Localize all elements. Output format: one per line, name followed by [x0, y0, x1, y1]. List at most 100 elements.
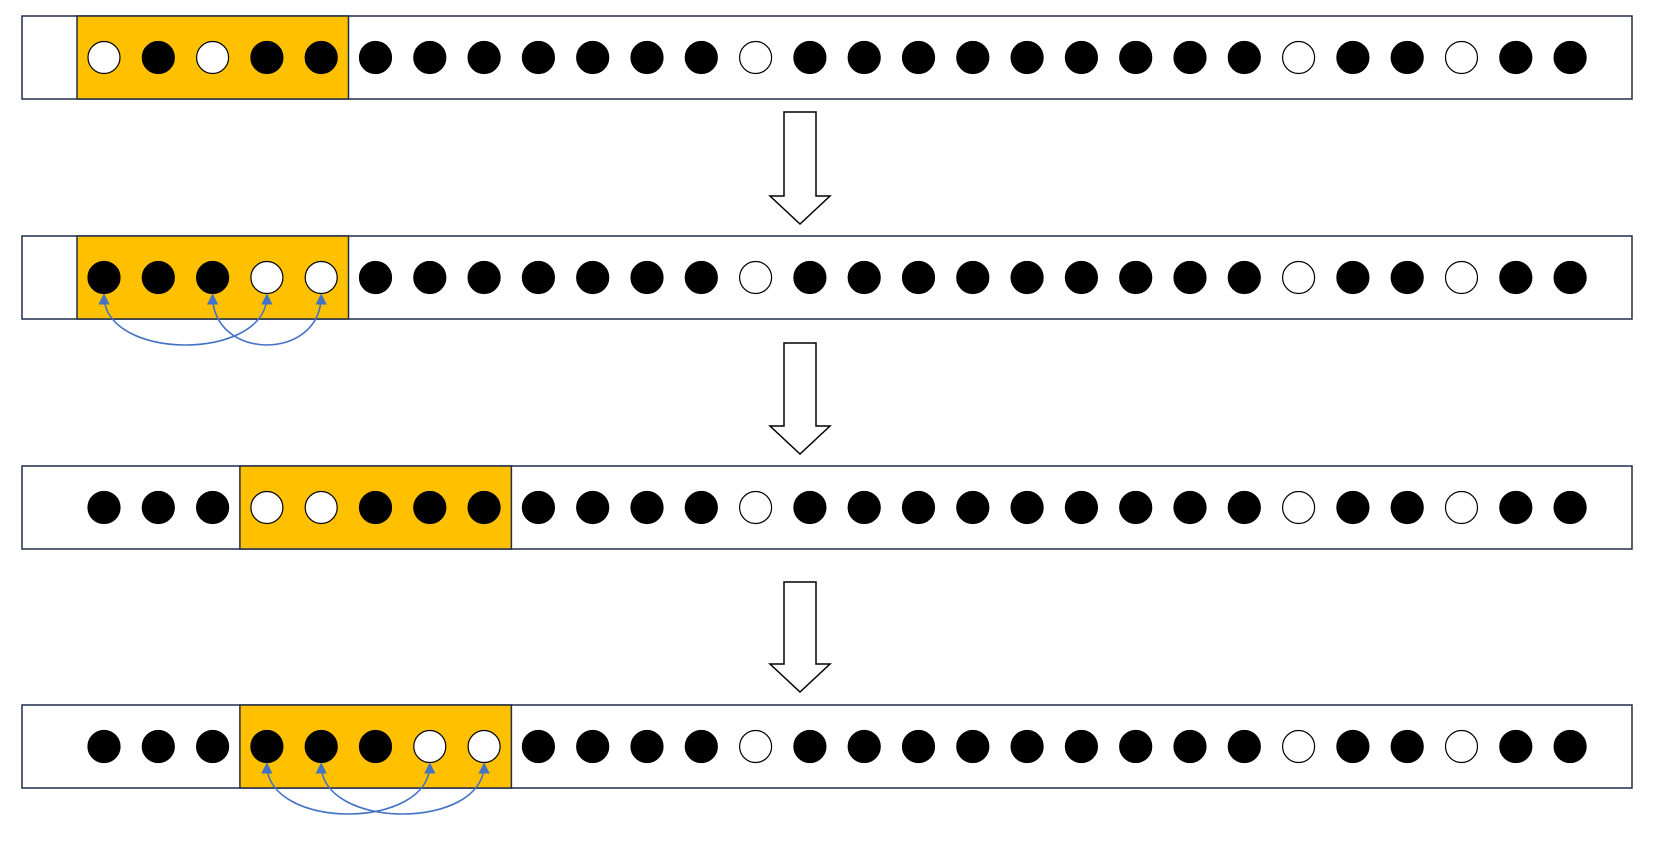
- filled-dot: [1390, 260, 1424, 295]
- filled-dot: [1010, 260, 1044, 295]
- filled-dot: [956, 490, 990, 525]
- empty-dot: [738, 490, 773, 525]
- filled-dot: [250, 729, 284, 764]
- filled-dot: [684, 490, 718, 525]
- row-3: [21, 465, 1633, 550]
- swap-arrow: [261, 762, 436, 815]
- filled-dot: [847, 260, 881, 295]
- filled-dot: [467, 40, 501, 75]
- empty-dot: [250, 490, 284, 525]
- filled-dot: [847, 729, 881, 764]
- empty-dot: [1281, 260, 1316, 295]
- filled-dot: [1553, 729, 1587, 764]
- filled-dot: [1336, 40, 1370, 75]
- filled-dot: [1119, 260, 1153, 295]
- empty-dot: [1444, 490, 1479, 525]
- filled-dot: [1227, 40, 1261, 75]
- filled-dot: [630, 490, 664, 525]
- filled-dot: [1173, 40, 1207, 75]
- filled-dot: [793, 40, 827, 75]
- empty-dot: [304, 490, 338, 525]
- filled-dot: [1119, 729, 1153, 764]
- empty-dot: [1281, 729, 1316, 764]
- filled-dot: [141, 490, 175, 525]
- filled-dot: [467, 490, 501, 525]
- filled-dot: [901, 260, 936, 295]
- filled-dot: [521, 260, 556, 295]
- empty-dot: [1281, 40, 1316, 75]
- step-down-arrow: [768, 342, 832, 456]
- filled-dot: [956, 729, 990, 764]
- filled-dot: [87, 490, 121, 525]
- filled-dot: [630, 40, 664, 75]
- empty-dot: [467, 729, 501, 764]
- filled-dot: [304, 729, 338, 764]
- row-2: [21, 235, 1633, 346]
- filled-dot: [1390, 40, 1424, 75]
- filled-dot: [1499, 729, 1533, 764]
- empty-dot: [413, 729, 447, 764]
- swap-arrow: [315, 762, 490, 815]
- filled-dot: [1553, 490, 1587, 525]
- filled-dot: [413, 490, 447, 525]
- filled-dot: [304, 40, 338, 75]
- filled-dot: [1173, 490, 1207, 525]
- filled-dot: [141, 40, 175, 75]
- filled-dot: [847, 40, 881, 75]
- filled-dot: [956, 40, 990, 75]
- filled-dot: [684, 260, 718, 295]
- empty-dot: [1281, 490, 1316, 525]
- empty-dot: [1444, 260, 1479, 295]
- filled-dot: [1064, 729, 1099, 764]
- filled-dot: [1064, 490, 1099, 525]
- swap-arrow: [98, 293, 273, 346]
- filled-dot: [196, 260, 230, 295]
- row-1: [21, 15, 1633, 100]
- filled-dot: [684, 729, 718, 764]
- filled-dot: [1499, 490, 1533, 525]
- filled-dot: [793, 260, 827, 295]
- swap-arrow: [207, 293, 327, 346]
- filled-dot: [250, 40, 284, 75]
- filled-dot: [521, 729, 556, 764]
- filled-dot: [901, 729, 936, 764]
- filled-dot: [901, 490, 936, 525]
- filled-dot: [1010, 729, 1044, 764]
- empty-dot: [304, 260, 338, 295]
- filled-dot: [847, 490, 881, 525]
- filled-dot: [1173, 260, 1207, 295]
- filled-dot: [196, 490, 230, 525]
- filled-dot: [684, 40, 718, 75]
- filled-dot: [521, 40, 556, 75]
- filled-dot: [1119, 490, 1153, 525]
- filled-dot: [521, 490, 556, 525]
- filled-dot: [413, 40, 447, 75]
- empty-dot: [738, 729, 773, 764]
- filled-dot: [1553, 40, 1587, 75]
- filled-dot: [901, 40, 936, 75]
- filled-dot: [793, 490, 827, 525]
- filled-dot: [358, 260, 393, 295]
- filled-dot: [358, 40, 393, 75]
- step-down-arrow: [768, 111, 832, 226]
- filled-dot: [358, 729, 393, 764]
- filled-dot: [196, 729, 230, 764]
- filled-dot: [1553, 260, 1587, 295]
- filled-dot: [358, 490, 393, 525]
- filled-dot: [1499, 260, 1533, 295]
- filled-dot: [1173, 729, 1207, 764]
- filled-dot: [1390, 729, 1424, 764]
- filled-dot: [141, 260, 175, 295]
- filled-dot: [467, 260, 501, 295]
- filled-dot: [1336, 490, 1370, 525]
- empty-dot: [196, 40, 230, 75]
- empty-dot: [250, 260, 284, 295]
- filled-dot: [576, 40, 610, 75]
- filled-dot: [1227, 260, 1261, 295]
- step-down-arrow: [768, 581, 832, 694]
- filled-dot: [1010, 40, 1044, 75]
- filled-dot: [87, 260, 121, 295]
- empty-dot: [87, 40, 121, 75]
- empty-dot: [1444, 40, 1479, 75]
